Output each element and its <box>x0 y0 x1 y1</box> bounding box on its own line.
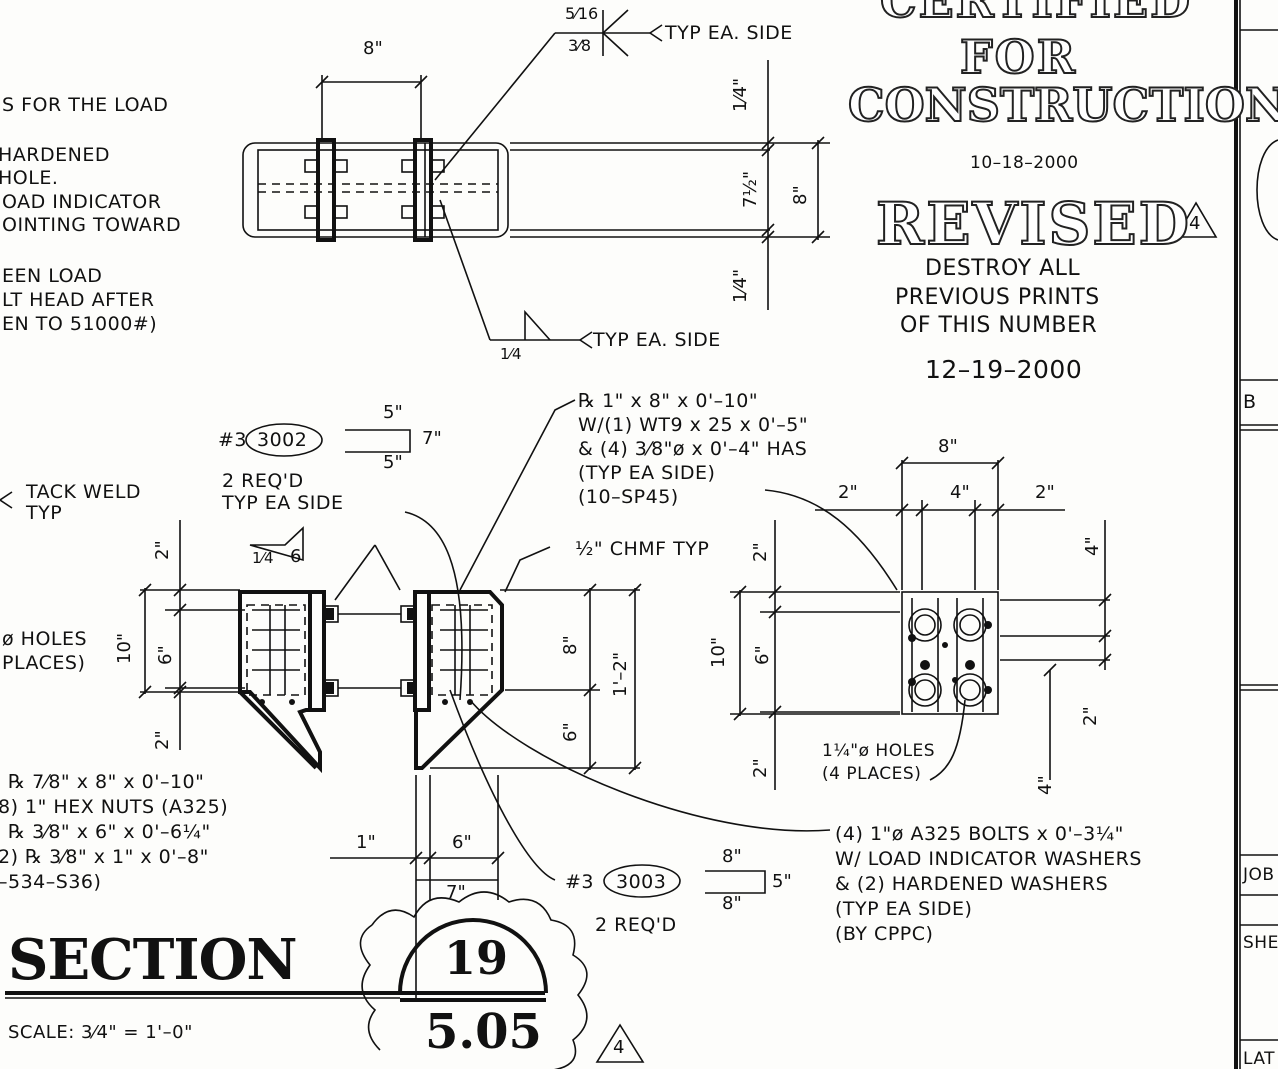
tack-weld-typ: TYP <box>26 502 63 524</box>
material-2: 8) 1" HEX NUTS (A325) <box>0 796 229 818</box>
detail-number: 19 <box>444 931 509 985</box>
weld-note-top: TYP EA. SIDE <box>665 22 793 44</box>
mark-prefix-1: #3 <box>218 429 248 451</box>
note-line-5: OINTING TOWARD <box>2 214 182 236</box>
stamp-construction: CONSTRUCTION <box>847 77 1278 133</box>
sec-dim-8: 8" <box>560 635 581 655</box>
stamp-rev-number: 4 <box>1189 213 1201 234</box>
callout-3: & (4) 3⁄8"ø x 0'–4" HAS <box>578 438 808 460</box>
border-cell-sheet: SHE <box>1243 933 1278 953</box>
callout-5: (10–SP45) <box>578 486 679 508</box>
plate-dim-2-vert: 2" <box>750 542 771 562</box>
plate-holes-2: (4 PLACES) <box>822 764 922 784</box>
bolts-note-1: (4) 1"ø A325 BOLTS x 0'–3¼" <box>835 823 1124 845</box>
mark2-dim-top: 8" <box>722 846 742 867</box>
section-title: SECTION <box>8 927 298 993</box>
stamp-destroy-3: OF THIS NUMBER <box>900 313 1098 338</box>
sec-dim-6b: 6" <box>560 722 581 742</box>
border-cell-lat: LAT <box>1243 1049 1276 1069</box>
stamp-destroy-1: DESTROY ALL <box>925 256 1081 281</box>
plate-dim-2-left: 2" <box>838 482 858 503</box>
bolts-note-2: W/ LOAD INDICATOR WASHERS <box>835 848 1142 870</box>
stamp-certified: CERTIFIED <box>879 0 1192 29</box>
sec-dim-1-2: 1'–2" <box>610 651 631 697</box>
plate-dim-2-bottom: 2" <box>750 758 771 778</box>
mark-3003: 3003 <box>616 871 667 893</box>
mark1-dim-bottom: 5" <box>383 452 403 473</box>
holes-note-b: PLACES) <box>2 652 86 674</box>
section-weld-length: 6 <box>290 546 302 567</box>
sec-dim-7: 7" <box>446 882 466 903</box>
note-line-6: EEN LOAD <box>2 265 103 287</box>
req-1: 2 REQ'D <box>222 470 304 492</box>
border-cell-job: JOB <box>1243 865 1275 885</box>
note-line-2: HARDENED <box>0 144 110 166</box>
mark-3002: 3002 <box>257 429 308 451</box>
callout-1: ℞ 1" x 8" x 0'–10" <box>578 390 759 412</box>
title-rev-number: 4 <box>613 1037 625 1058</box>
note-line-1: S FOR THE LOAD <box>2 94 169 116</box>
plan-dim-top: 8" <box>363 38 383 59</box>
plate-dim-4: 4" <box>950 482 970 503</box>
chamfer-note: ½" CHMF TYP <box>575 538 710 560</box>
border-cell-b: B <box>1243 391 1257 413</box>
mark2-dim-bottom: 8" <box>722 893 742 914</box>
weld-size-bottom: 1⁄4 <box>500 345 522 363</box>
sheet-number: 5.05 <box>425 1004 542 1060</box>
material-3: ℞ 3⁄8" x 6" x 0'–6¼" <box>8 821 211 843</box>
plate-dim-2-right2: 2" <box>1080 706 1101 726</box>
mark1-dim-top: 5" <box>383 402 403 423</box>
sec-dim-2b: 2" <box>152 730 173 750</box>
req-2: 2 REQ'D <box>595 914 677 936</box>
note-line-3: HOLE. <box>0 167 59 189</box>
weld-size-top-a: 5⁄16 <box>565 4 599 23</box>
sec-dim-6c: 6" <box>452 832 472 853</box>
holes-note-a: ø HOLES <box>2 628 88 650</box>
callout-2: W/(1) WT9 x 25 x 0'–5" <box>578 414 809 436</box>
req-1b: TYP EA SIDE <box>222 492 344 514</box>
material-5: –534–S36) <box>0 871 102 893</box>
note-line-8: EN TO 51000#) <box>2 313 158 335</box>
stamp-revised: REVISED <box>875 189 1191 259</box>
sec-dim-1: 1" <box>356 832 376 853</box>
sec-dim-10: 10" <box>114 632 135 664</box>
material-4: 2) ℞ 3⁄8" x 1" x 0'–8" <box>0 846 209 868</box>
tack-weld: TACK WELD <box>26 481 142 503</box>
plan-dim-right-4: 1⁄4" <box>730 268 751 303</box>
plate-dim-2-right: 2" <box>1035 482 1055 503</box>
plan-dim-right-1: 1⁄4" <box>730 77 751 112</box>
plate-dim-8: 8" <box>938 436 958 457</box>
plan-dim-right-3: 8" <box>790 185 811 205</box>
mark1-dim-side: 7" <box>422 428 442 449</box>
material-1: ℞ 7⁄8" x 8" x 0'–10" <box>8 771 205 793</box>
bolts-note-3: & (2) HARDENED WASHERS <box>835 873 1109 895</box>
plate-dim-6: 6" <box>752 645 773 665</box>
weld-size-top-b: 3⁄8 <box>568 36 592 55</box>
stamp-date-1: 10–18–2000 <box>970 153 1079 173</box>
scale-note: SCALE: 3⁄4" = 1'–0" <box>8 1022 193 1043</box>
bolts-note-5: (BY CPPC) <box>835 923 934 945</box>
callout-4: (TYP EA SIDE) <box>578 462 716 484</box>
sec-dim-2a: 2" <box>152 540 173 560</box>
plate-dim-10: 10" <box>708 636 729 668</box>
note-line-7: LT HEAD AFTER <box>2 289 155 311</box>
plate-dim-4-right: 4" <box>1082 536 1103 556</box>
weld-note-bottom: TYP EA. SIDE <box>593 329 721 351</box>
sec-dim-6: 6" <box>155 645 176 665</box>
mark-prefix-2: #3 <box>565 871 595 893</box>
plan-dim-right-2: 7½" <box>740 170 761 208</box>
plate-dim-4-right2: 4" <box>1035 775 1056 795</box>
stamp-for: FOR <box>959 29 1077 85</box>
plate-holes-1: 1¼"ø HOLES <box>822 741 936 761</box>
mark2-dim-side: 5" <box>772 871 792 892</box>
section-weld-size: 1⁄4 <box>252 549 274 567</box>
bolts-note-4: (TYP EA SIDE) <box>835 898 973 920</box>
stamp-destroy-2: PREVIOUS PRINTS <box>895 285 1100 310</box>
note-line-4: OAD INDICATOR <box>2 191 162 213</box>
stamp-date-2: 12–19–2000 <box>925 355 1083 384</box>
